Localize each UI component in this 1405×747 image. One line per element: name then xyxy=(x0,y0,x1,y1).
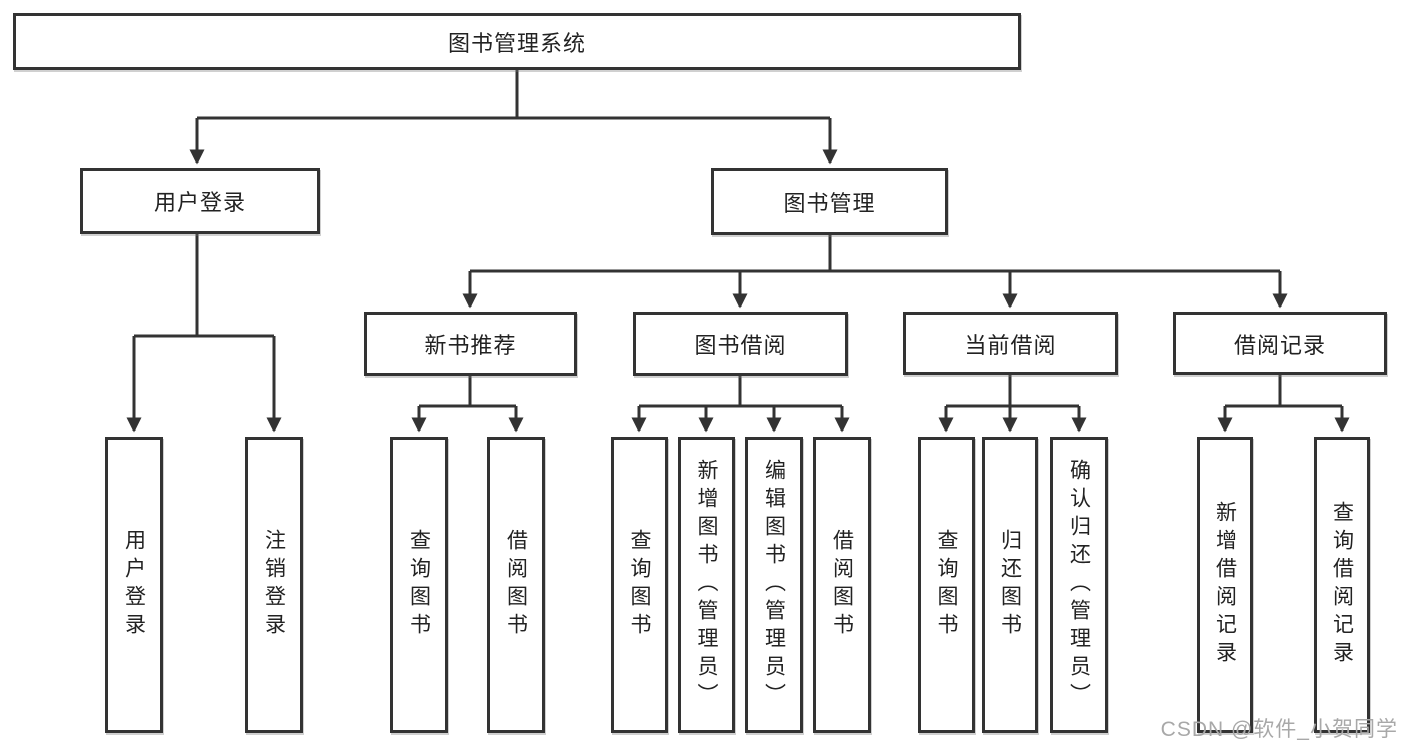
leaf-add-borrow-record: 新增借阅记录 xyxy=(1197,437,1253,733)
node-book-borrow: 图书借阅 xyxy=(633,312,848,376)
leaf-user-login: 用户登录 xyxy=(105,437,163,733)
leaf-query-books-borrow: 查询图书 xyxy=(611,437,668,733)
node-new-book-recommend: 新书推荐 xyxy=(364,312,577,376)
leaf-borrow-books-recommend: 借阅图书 xyxy=(487,437,545,733)
node-user-login: 用户登录 xyxy=(80,168,320,234)
leaf-query-books-current: 查询图书 xyxy=(918,437,975,733)
leaf-logout: 注销登录 xyxy=(245,437,303,733)
leaf-return-books: 归还图书 xyxy=(982,437,1038,733)
node-borrow-records: 借阅记录 xyxy=(1173,312,1387,375)
csdn-watermark: CSDN @软件_小贺同学 xyxy=(1160,718,1398,741)
leaf-add-books-admin: 新增图书（管理员） xyxy=(678,437,735,733)
leaf-edit-books-admin: 编辑图书（管理员） xyxy=(745,437,803,733)
leaf-query-books-recommend: 查询图书 xyxy=(390,437,448,733)
node-library-system: 图书管理系统 xyxy=(13,13,1021,70)
leaf-query-borrow-record: 查询借阅记录 xyxy=(1314,437,1370,733)
leaf-confirm-return-admin: 确认归还（管理员） xyxy=(1050,437,1108,733)
leaf-borrow-books: 借阅图书 xyxy=(813,437,871,733)
node-book-management: 图书管理 xyxy=(711,168,948,235)
node-current-borrow: 当前借阅 xyxy=(903,312,1118,375)
